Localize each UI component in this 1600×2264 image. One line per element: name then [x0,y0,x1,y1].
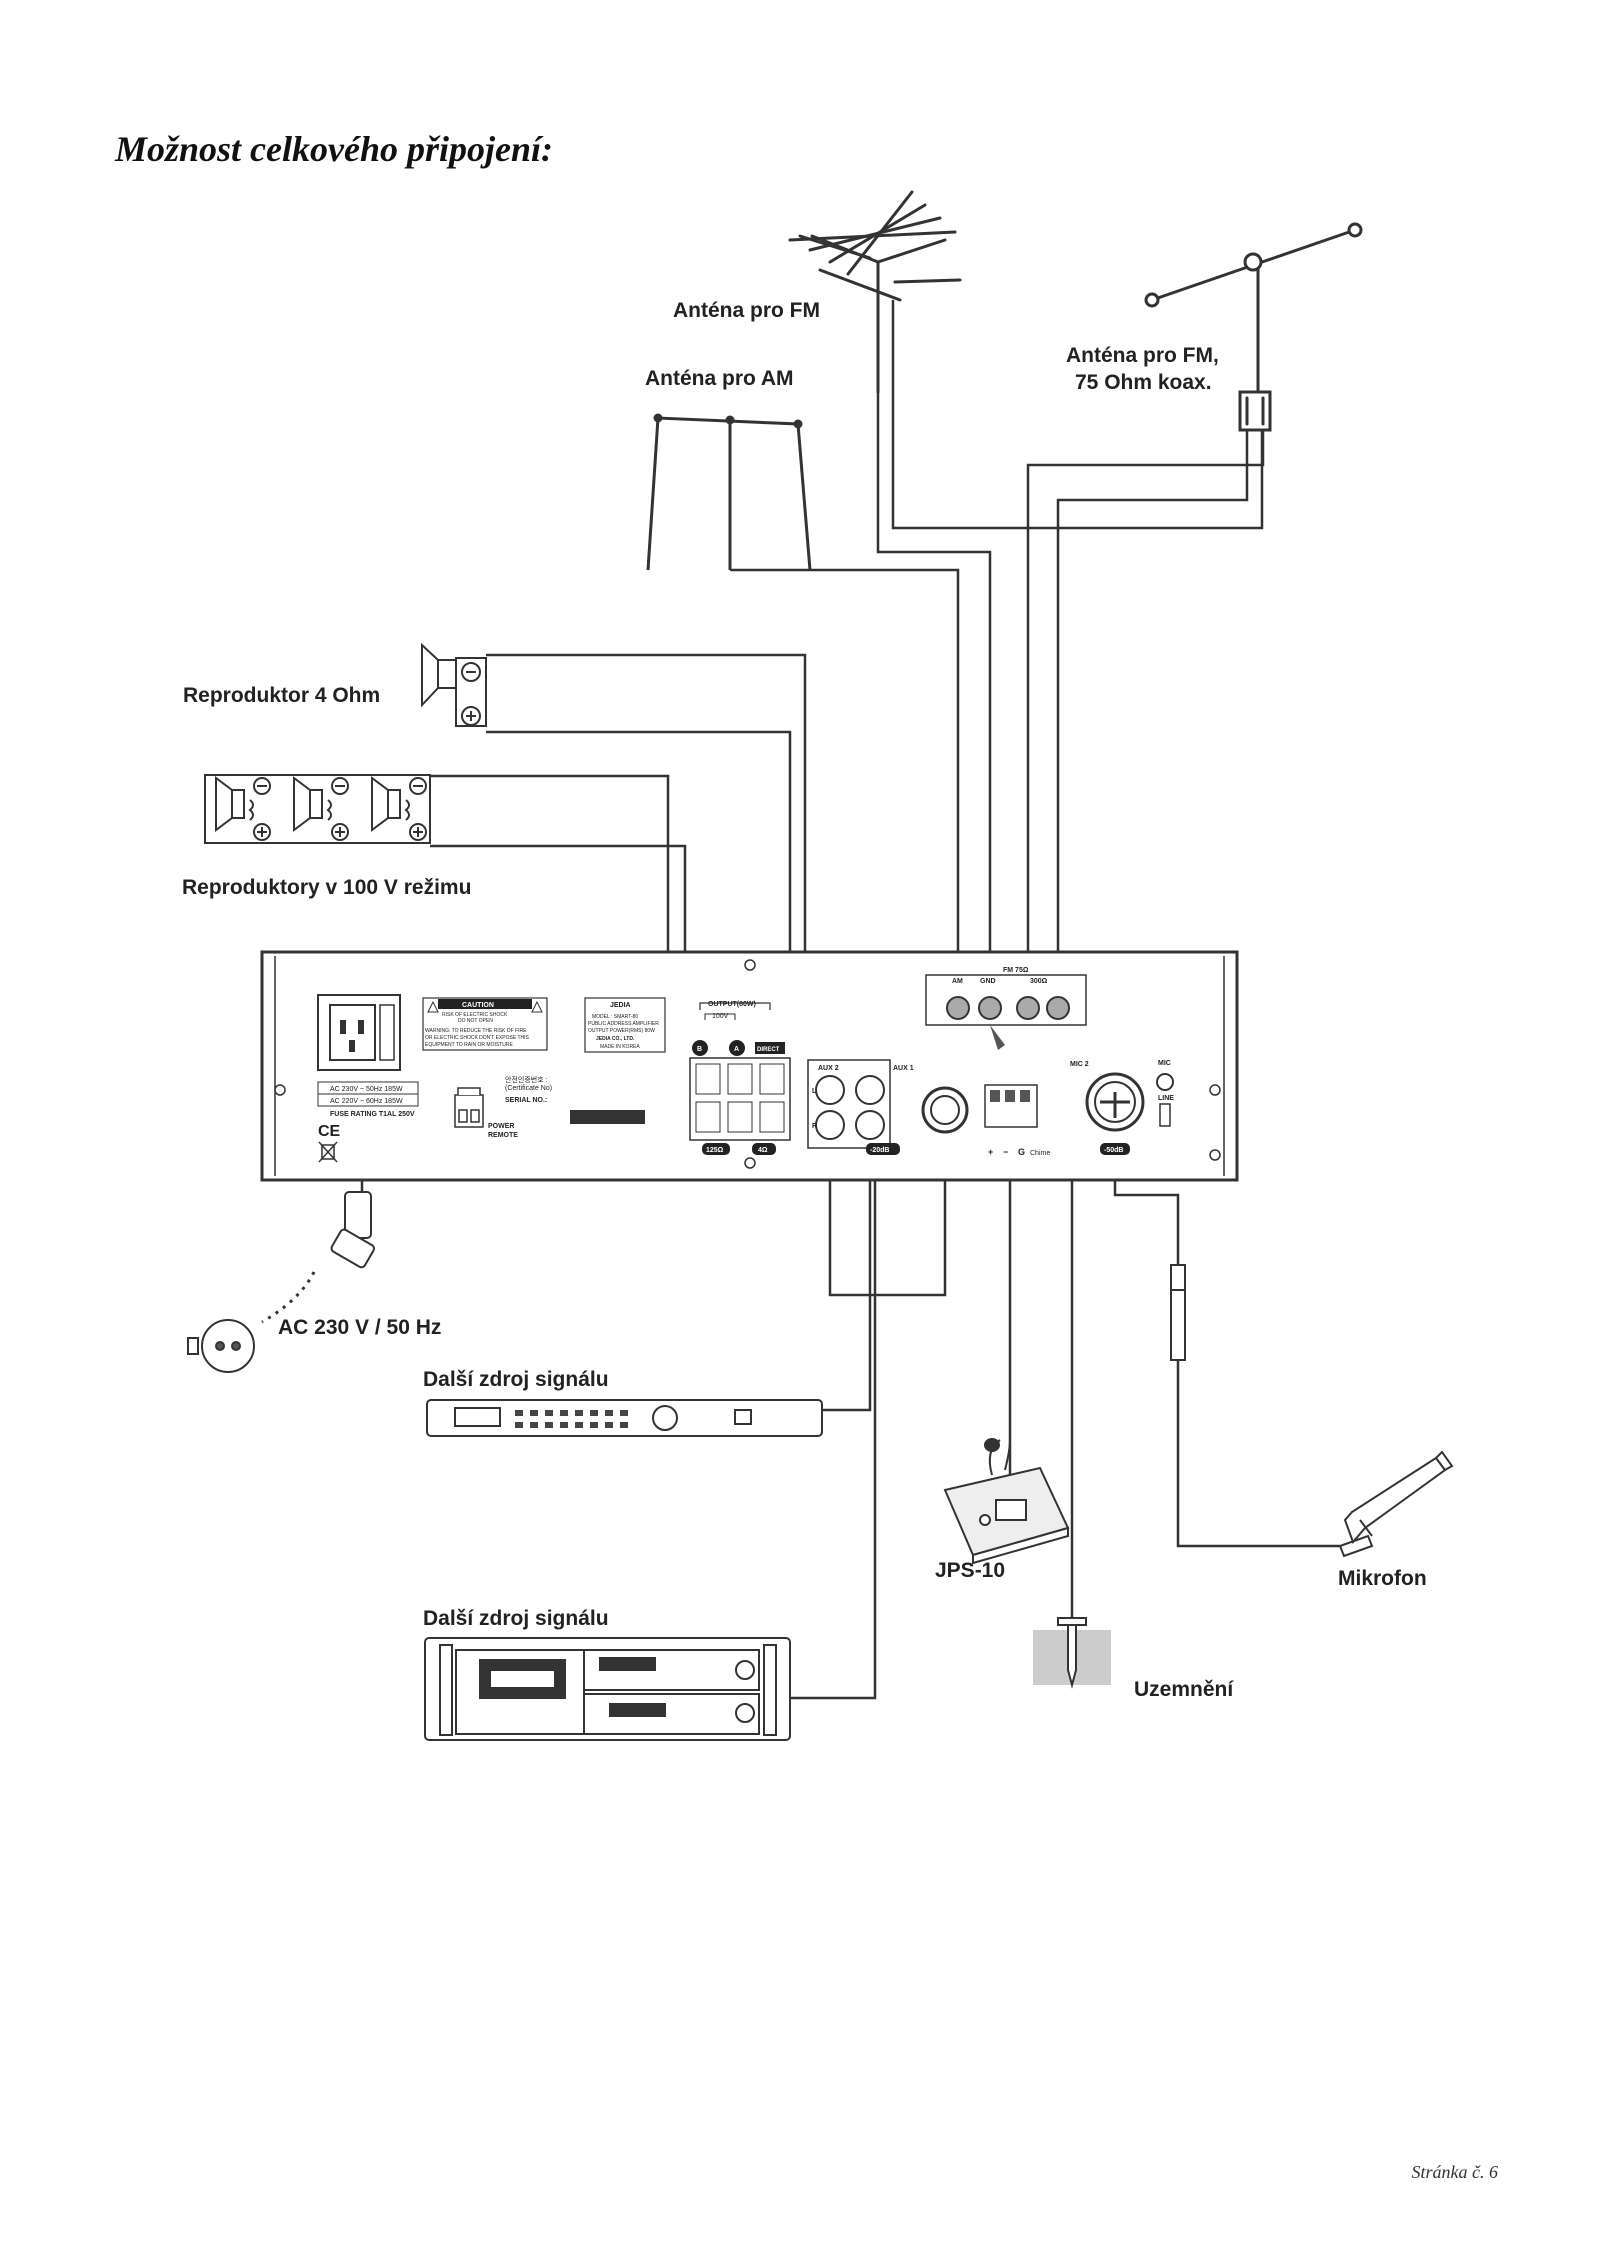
power-remote-label-2: REMOTE [488,1132,518,1139]
output-label: OUTPUT(80W) [708,1001,756,1008]
model-line-1: MODEL : SMART-80 [592,1014,638,1020]
output-a-label: A [734,1046,739,1053]
output-b-label: B [697,1046,702,1053]
output-direct-label: DIRECT [757,1047,780,1053]
impedance-125-label: 125Ω [706,1147,724,1154]
caution-line-1: RISK OF ELECTRIC SHOCK [442,1012,508,1018]
brand-logo: JEDIA [610,1002,631,1009]
model-line-5: MADE IN KOREA [600,1044,640,1050]
am-antenna-icon [646,413,812,571]
microphone-label: Mikrofon [1338,1567,1427,1590]
xlr-mic-input: -50dB [1085,1072,1145,1155]
impedance-4-label: 4Ω [758,1147,768,1154]
mic-line-switch: MIC LINE [1156,1060,1174,1127]
am-antenna-label: Anténa pro AM [645,367,794,390]
caution-title: CAUTION [462,1002,494,1009]
fm-yagi-antenna-icon [788,190,962,394]
cert-line-2: (Certificate No) [505,1085,552,1092]
chime-plus: + [988,1147,993,1157]
fm-coax-antenna-label-line2: 75 Ohm koax. [1075,371,1212,394]
warning-line-1: WARNING: TO REDUCE THE RISK OF FIRE [425,1028,527,1034]
warning-line-2: OR ELECTRIC SHOCK DON'T EXPOSE THIS [425,1035,530,1041]
model-line-3: OUTPUT POWER(RMS) 80W [588,1028,655,1034]
page-title: Možnost celkového připojení: [115,129,553,169]
model-line-4: JEDIA CO., LTD. [596,1036,635,1042]
chime-g: G [1018,1147,1025,1157]
aux-level-label: -20dB [870,1147,889,1154]
paging-mic-label: JPS-10 [935,1559,1005,1582]
antenna-inputs: FM 75Ω AM GND 300Ω [925,967,1087,1050]
paging-microphone-icon [943,1438,1070,1565]
aux1-label: AUX 1 [893,1065,914,1072]
mains-label: AC 230 V / 50 Hz [278,1316,441,1339]
weee-icon [318,1141,338,1163]
mic2-label: MIC 2 [1070,1061,1089,1068]
ac-rating-2: AC 220V ~ 60Hz 185W [330,1098,403,1105]
microphone-icon [1338,1450,1454,1558]
mic-switch-label: MIC [1158,1060,1171,1067]
speaker-4ohm-label: Reproduktor 4 Ohm [183,684,380,707]
chime-terminal: MIC 2 + − G Chime [984,1061,1089,1157]
tuner-source-device-icon [426,1399,823,1437]
speaker-output-terminals: OUTPUT(80W) 100V B A DIRECT 125Ω 4Ω [689,1001,791,1155]
wiring-cables [360,300,1340,1700]
ac-rating-1: AC 230V ~ 50Hz 185W [330,1086,403,1093]
model-line-2: PUBLIC ADDRESS AMPLIFIER [588,1021,659,1027]
speakers-100v-icon [204,774,431,844]
aux-r-label: R [812,1123,817,1130]
fm-75-label: FM 75Ω [1003,967,1029,974]
fuse-rating: FUSE RATING T1AL 250V [330,1111,415,1118]
warning-line-3: EQUIPMENT TO RAIN OR MOISTURE [425,1042,513,1048]
serial-label: SERIAL NO.: [505,1097,547,1104]
aux-l-label: L [812,1088,817,1095]
aux2-label: AUX 2 [818,1065,839,1072]
speaker-4ohm-icon [421,642,487,727]
line-switch-label: LINE [1158,1095,1174,1102]
power-remote-connector-icon [454,1087,484,1128]
aux-inputs: AUX 2 AUX 1 L R -20dB [807,1059,969,1155]
cert-line-1: 안전인증번호 : [505,1075,548,1084]
amplifier-rear-panel: AC 230V ~ 50Hz 185W AC 220V ~ 60Hz 185W … [260,950,1239,1182]
power-remote-label-1: POWER [488,1123,514,1130]
gnd-terminal-label: GND [980,978,996,985]
chime-label: Chime [1030,1150,1050,1157]
fm-300-terminal-label: 300Ω [1030,978,1048,985]
caution-label-block: CAUTION RISK OF ELECTRIC SHOCK DO NOT OP… [422,997,548,1051]
ground-rod-icon [1033,1617,1111,1689]
caution-line-2: DO NOT OPEN [458,1018,493,1024]
speakers-100v-label: Reproduktory v 100 V režimu [182,876,471,899]
source2-label: Další zdroj signálu [423,1607,609,1630]
cassette-cd-source-device-icon [424,1637,791,1741]
chime-minus: − [1003,1147,1008,1157]
mic-impedance-label: -50dB [1104,1147,1123,1154]
fm-coax-antenna-icon [1144,222,1363,432]
microphone-jack-icon [1170,1264,1186,1361]
output-100v-label: 100V [712,1013,729,1020]
ground-label: Uzemnění [1134,1678,1234,1701]
page-number: Stránka č. 6 [1411,2162,1498,2182]
am-terminal-label: AM [952,978,963,985]
fm-antenna-label: Anténa pro FM [673,299,820,322]
ac-cable-icon [261,1271,316,1324]
serial-plate [570,1110,645,1124]
source1-label: Další zdroj signálu [423,1368,609,1391]
ac-power-plug-icon [187,1191,375,1373]
ce-mark-icon: CE [318,1123,341,1140]
fm-coax-antenna-label-line1: Anténa pro FM, [1066,344,1219,367]
model-label-block: JEDIA MODEL : SMART-80 PUBLIC ADDRESS AM… [584,997,666,1053]
